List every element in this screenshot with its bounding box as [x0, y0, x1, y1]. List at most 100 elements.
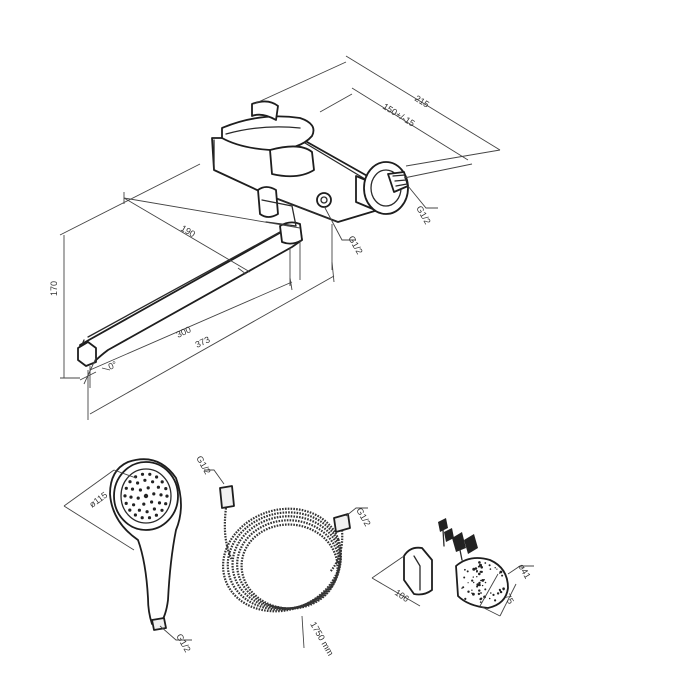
flange-speck — [478, 581, 481, 585]
shower-head-dimensions — [63, 469, 192, 641]
flange-speck — [471, 579, 474, 582]
flange-speck — [494, 599, 497, 602]
hose-lead — [223, 507, 344, 573]
shower-head-connector — [151, 617, 167, 631]
flange-speck — [494, 567, 496, 569]
dim-height: 170 — [49, 281, 59, 296]
flange-speck — [479, 597, 482, 601]
flange-speck — [479, 601, 482, 603]
faucet-dimensions — [59, 55, 501, 420]
flange-speck — [484, 581, 487, 584]
mounting-screws — [438, 518, 478, 561]
holder-flange — [455, 557, 509, 609]
dim-hose-length: 1750 mm — [308, 620, 335, 658]
flange-speck — [463, 576, 466, 579]
flange-speck — [478, 561, 481, 564]
nozzle — [132, 503, 136, 507]
flange-speck — [479, 563, 482, 567]
thread-hose-right: G1/2 — [354, 506, 372, 528]
flange-speck — [478, 572, 481, 576]
hose-dimensions — [204, 469, 368, 649]
nozzle — [156, 485, 160, 489]
nozzle — [123, 494, 127, 498]
wall-holder — [403, 518, 509, 609]
flange-speck — [472, 567, 476, 571]
spout-aerator — [77, 341, 97, 367]
flange-speck — [461, 587, 463, 589]
nozzle — [136, 496, 140, 500]
shower-nozzles — [123, 472, 169, 520]
flange-speck — [467, 590, 470, 593]
flange-speck — [499, 589, 502, 592]
nozzle — [145, 510, 149, 514]
flange-speck — [477, 592, 481, 596]
shower-hose — [219, 485, 351, 613]
flange-speck — [480, 592, 482, 594]
flange-speck — [483, 579, 485, 581]
thread-outlet-label: G1/2 — [346, 234, 364, 256]
nozzle — [129, 495, 133, 499]
nozzle — [154, 513, 158, 517]
flange-speck — [476, 583, 480, 587]
shower-outlet — [316, 192, 332, 208]
nozzle — [164, 487, 168, 491]
flange-speck — [499, 572, 501, 574]
dim-holder-diameter: ø41 — [516, 562, 532, 580]
flange-speck — [481, 584, 484, 587]
nozzle — [140, 472, 145, 476]
nozzle — [128, 480, 132, 484]
hose-coil-loop — [236, 519, 341, 610]
diverter-knob — [257, 186, 279, 218]
flange-speck — [472, 576, 474, 578]
thread-hose-left: G1/2 — [194, 454, 212, 476]
flange-speck — [484, 588, 487, 591]
flange-speck — [489, 568, 492, 570]
flange-speck — [492, 593, 495, 597]
flange-speck — [484, 562, 487, 564]
nozzle — [140, 516, 144, 520]
flange-speck — [476, 570, 478, 573]
flange-speck — [502, 589, 505, 591]
flange-speck — [476, 585, 479, 588]
flange-speck — [476, 576, 478, 578]
flange-speck — [467, 582, 469, 584]
dim-holder-75: 75 — [502, 592, 516, 606]
hose-nut-left — [219, 485, 235, 509]
holder-flange-texture — [461, 561, 505, 603]
nozzle — [155, 475, 159, 479]
nozzle — [124, 486, 128, 490]
flange-speck — [466, 570, 469, 573]
flange-speck — [496, 568, 498, 570]
nozzle — [165, 494, 169, 498]
nozzle — [160, 508, 164, 512]
nozzle — [124, 501, 128, 505]
nozzle — [152, 507, 156, 511]
nozzle — [137, 508, 141, 512]
thread-wall-label: G1/2 — [414, 204, 432, 226]
flange-speck — [473, 581, 475, 584]
dim-spout-reach: 190 — [179, 223, 197, 239]
flange-speck — [499, 570, 503, 574]
nozzle — [143, 493, 149, 499]
flange-speck — [488, 564, 491, 567]
flange-speck — [464, 568, 466, 571]
nozzle — [148, 472, 152, 476]
hose-coil-loop — [221, 507, 343, 613]
flange-speck — [499, 590, 503, 594]
nozzle — [143, 478, 147, 482]
flange-speck — [496, 592, 500, 595]
thread-shower-head: G1/2 — [174, 632, 192, 654]
flange-speck — [501, 574, 504, 577]
nozzle — [147, 516, 152, 520]
nozzle — [128, 508, 132, 512]
flange-speck — [472, 592, 475, 596]
dim-holder-106: 106 — [393, 587, 411, 604]
nozzle — [138, 488, 142, 492]
flange-speck — [481, 579, 485, 582]
flange-speck — [464, 597, 467, 601]
flange-speck — [480, 579, 482, 582]
lever-top — [251, 100, 279, 121]
flange-speck — [480, 566, 484, 569]
